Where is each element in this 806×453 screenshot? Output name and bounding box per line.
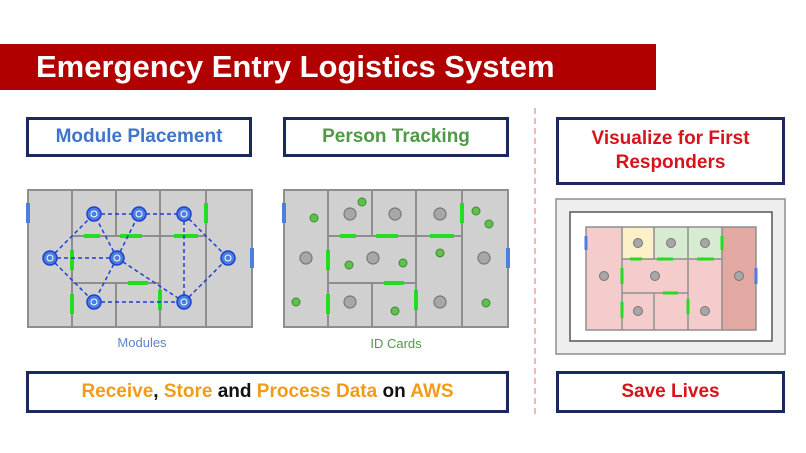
aws-word-store: Store [163,381,213,402]
section-divider [534,108,536,414]
aws-data-box: Receive, Store and Process Data on AWS [26,371,509,413]
aws-word-sep1: , [153,381,164,402]
module-placement-box: Module Placement [26,117,252,157]
aws-word-process: Process Data [256,381,378,402]
save-lives-box: Save Lives [556,371,785,413]
responder-visualization [555,198,786,355]
aws-word-and: and [212,381,257,402]
module-floorplan [26,189,254,328]
person-floorplan [282,189,510,328]
person-tracking-box: Person Tracking [283,117,509,157]
aws-word-on: on [377,381,411,402]
page-title: Emergency Entry Logistics System [0,44,656,90]
modules-caption: Modules [117,335,167,350]
visualize-box: Visualize for First Responders [556,117,785,185]
aws-word-aws: AWS [410,381,454,402]
id-cards-caption: ID Cards [370,336,422,351]
aws-word-receive: Receive [81,381,154,402]
